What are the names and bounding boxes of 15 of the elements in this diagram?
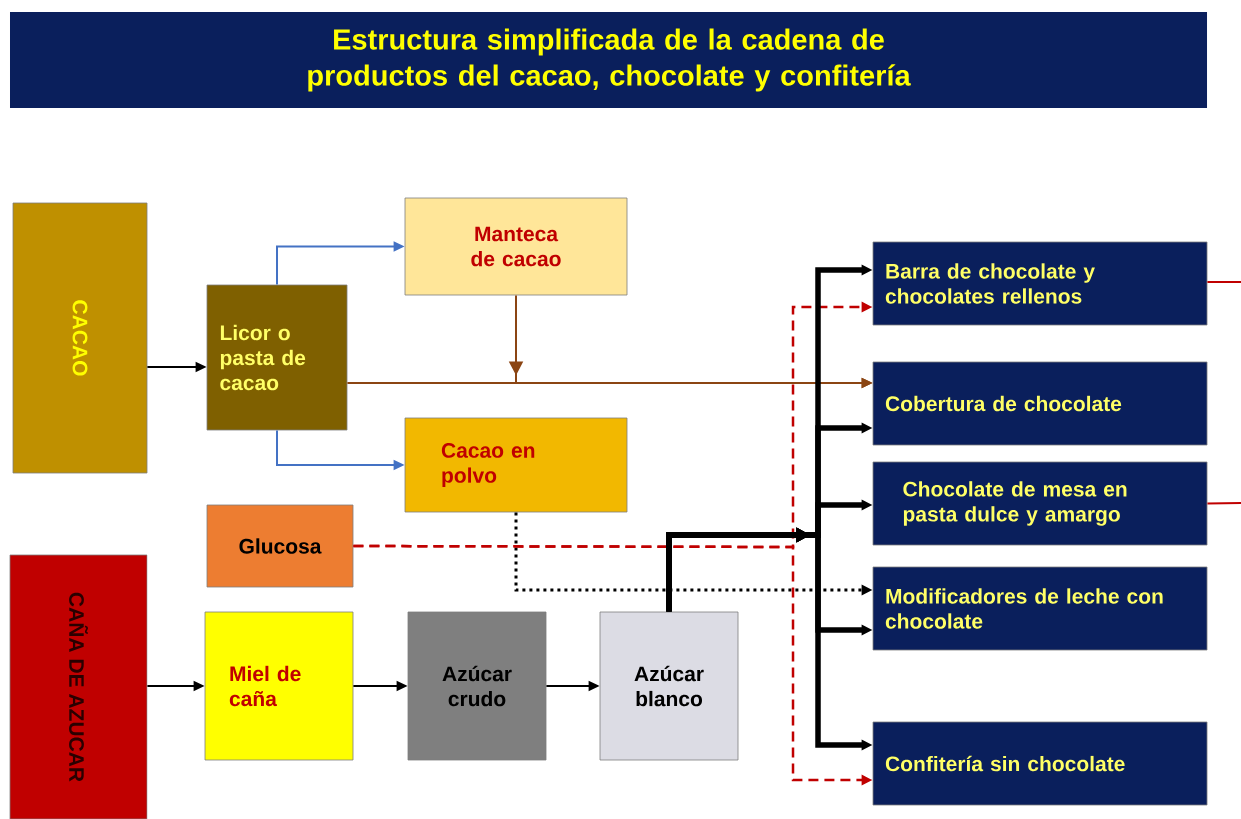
process-box: CAÑA DE AZUCAR bbox=[9, 554, 148, 819]
process-box: Azúcar blanco bbox=[599, 611, 739, 761]
process-box: Cacao en polvo bbox=[404, 417, 628, 513]
process-box: Miel de caña bbox=[204, 611, 354, 761]
product-box: Modificadores de leche con chocolate bbox=[872, 566, 1208, 651]
title-banner: Estructura simplificada de la cadena de productos del cacao, chocolate y confitería bbox=[10, 12, 1207, 108]
product-box: Chocolate de mesa en pasta dulce y amargo bbox=[872, 461, 1208, 546]
process-box: Manteca de cacao bbox=[404, 197, 628, 296]
process-box: Glucosa bbox=[206, 504, 354, 588]
product-box: Confitería sin chocolate bbox=[872, 721, 1208, 806]
process-box: Licor o pasta de cacao bbox=[206, 284, 348, 431]
product-box: Cobertura de chocolate bbox=[872, 361, 1208, 446]
process-box: CACAO bbox=[12, 202, 148, 474]
process-box: Azúcar crudo bbox=[407, 611, 547, 761]
product-box: Barra de chocolate y chocolates rellenos bbox=[872, 241, 1208, 326]
